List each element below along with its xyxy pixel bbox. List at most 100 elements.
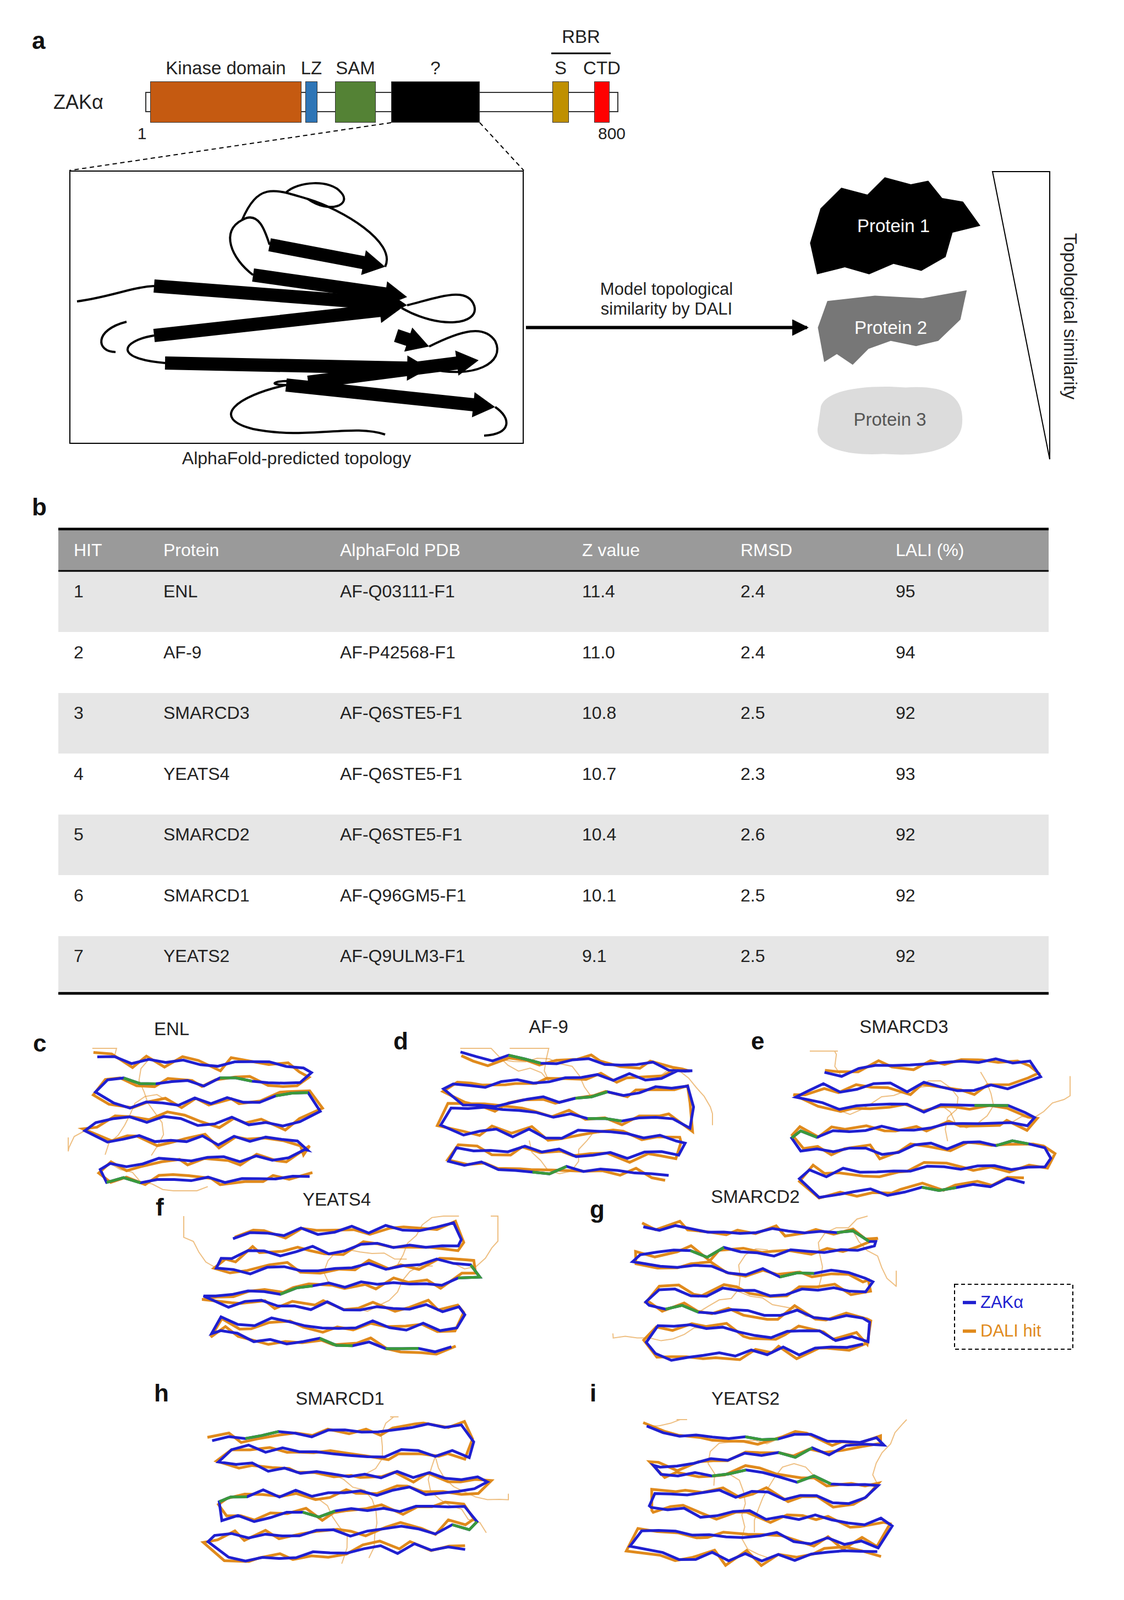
aligned-segment [780, 1273, 815, 1278]
node-heading: ? [430, 57, 441, 79]
protein-name: ZAKα [53, 90, 104, 114]
loop [229, 217, 270, 276]
panel-letter: a [31, 26, 46, 56]
aligned-segment [665, 1305, 699, 1313]
aligned-segment [385, 1347, 419, 1351]
legend-text: DALI hit [980, 1321, 1041, 1342]
aligned-segment [458, 1265, 481, 1279]
table-cell: SMARCD1 [163, 885, 250, 906]
table-cell: AF-Q9ULM3-F1 [340, 946, 466, 967]
domain-box: CTD [594, 81, 610, 123]
dali-hit-tail [708, 1439, 778, 1487]
table-cell: 6 [73, 885, 84, 906]
protein-shape: Protein 1 [806, 173, 981, 278]
panel-title: SMARCD1 [295, 1388, 385, 1410]
legend-text: ZAKα [980, 1292, 1024, 1313]
table-cell: AF-9 [163, 642, 202, 663]
table-cell: 1 [73, 581, 84, 602]
panel-title: SMARCD2 [710, 1186, 800, 1208]
dali-hit-tail [872, 1419, 907, 1487]
aligned-segment [575, 1092, 608, 1099]
aligned-segment [797, 1476, 832, 1485]
panel-letter: b [31, 493, 47, 522]
loop [286, 183, 344, 207]
dali-hit-trace [83, 1052, 323, 1185]
aligned-segment [319, 1338, 353, 1347]
panel-letter: h [154, 1379, 169, 1408]
dali-hit-tail [940, 1072, 994, 1129]
node-heading: Kinase domain [165, 57, 286, 79]
aligned-segment [452, 1522, 477, 1531]
panel-letter: i [589, 1379, 597, 1408]
structure-box: AlphaFold-predicted topology [69, 170, 524, 444]
table-cell: 92 [895, 885, 916, 906]
dali-hit-trace [201, 1221, 476, 1355]
table-cell: 10.1 [582, 885, 617, 906]
table-cell: AF-Q03111-F1 [340, 581, 455, 602]
aligned-segment [302, 1511, 336, 1518]
table-cell: YEATS4 [163, 763, 230, 784]
table-cell: 2.3 [740, 763, 765, 784]
region-label: RBR [561, 26, 601, 48]
node-text: Protein 3 [853, 409, 926, 431]
table-cell: SMARCD2 [163, 824, 250, 846]
node-heading: AlphaFold-predicted topology [182, 448, 411, 469]
table-cell: AF-Q6STE5-F1 [340, 703, 463, 724]
table-cell: 92 [895, 946, 916, 967]
zaka-trace [440, 1052, 694, 1177]
dali-hit-tail [68, 1131, 85, 1152]
node-heading: S [554, 57, 567, 79]
zoom-line [479, 122, 524, 171]
table-cell: 94 [895, 642, 916, 663]
table-cell: 11.4 [582, 581, 616, 602]
aligned-segment [106, 1177, 141, 1183]
zaka-trace [629, 1426, 893, 1562]
zaka-trace [791, 1059, 1051, 1198]
protein-fill [817, 386, 963, 455]
table-row-band [58, 693, 1049, 754]
beta-strand [393, 327, 430, 353]
beta-strand [153, 298, 402, 343]
table-cell: AF-Q6STE5-F1 [340, 763, 463, 784]
node-heading: SAM [335, 57, 376, 79]
zaka-trace [207, 1424, 488, 1562]
zaka-trace [203, 1223, 480, 1353]
table-cell: 7 [73, 946, 84, 967]
zaka-trace [632, 1225, 876, 1361]
similarity-wedge [992, 171, 1050, 460]
domain-box: SAM [335, 81, 376, 123]
table-header: Z value [582, 540, 640, 561]
domain-box: Kinase domain [150, 81, 302, 123]
zaka-trace [84, 1056, 321, 1184]
dali-hit-tail [183, 1216, 217, 1269]
table-cell: 4 [73, 763, 84, 784]
beta-strand [307, 350, 480, 389]
panel-letter: e [750, 1027, 765, 1056]
aligned-segment [220, 1078, 252, 1082]
dali-hit-tail [612, 1328, 707, 1342]
table-row-band [58, 936, 1049, 992]
connector-arrow [525, 326, 808, 330]
table-cell: 9.1 [582, 946, 607, 967]
table-cell: 2.5 [740, 946, 765, 967]
aligned-segment [508, 1055, 541, 1065]
table-cell: AF-P42568-F1 [340, 642, 456, 663]
table-header: HIT [73, 540, 103, 561]
residue-number: 1 [137, 124, 147, 144]
aligned-segment [995, 1141, 1029, 1147]
table-cell: AF-Q6STE5-F1 [340, 824, 463, 846]
aligned-segment [218, 1497, 248, 1502]
table-cell: 3 [73, 703, 84, 724]
beta-strand [251, 268, 408, 307]
loop [101, 321, 127, 353]
protein-fill [809, 177, 981, 274]
table-row-band [58, 814, 1049, 876]
table-cell: 93 [895, 763, 916, 784]
table-rule [58, 570, 1049, 573]
panel-title: YEATS4 [302, 1189, 371, 1211]
residue-number: 800 [598, 124, 626, 144]
table-cell: 11.0 [582, 642, 616, 663]
loop [401, 294, 475, 323]
